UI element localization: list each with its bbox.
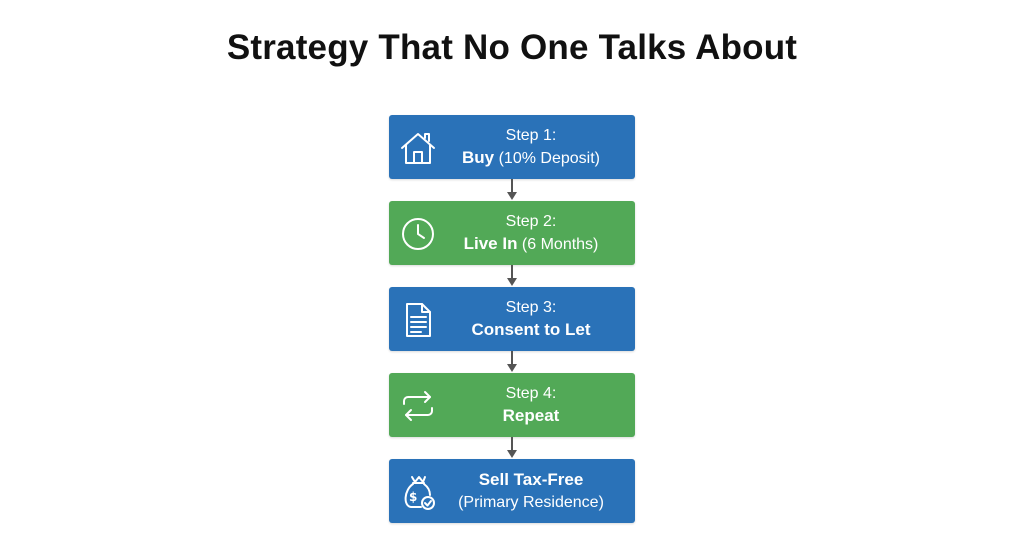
arrow-down-icon (507, 437, 517, 458)
repeat-icon (399, 387, 437, 425)
step-1-detail: (10% Deposit) (494, 150, 600, 167)
arrow-2-3 (389, 265, 635, 287)
step-5-detail: (Primary Residence) (458, 494, 604, 511)
step-1-label: Step 1: (505, 127, 557, 144)
step-4-text: Step 4: Repeat (435, 383, 627, 428)
house-icon (399, 129, 437, 167)
clock-icon (399, 215, 437, 253)
step-1-main: Buy (462, 148, 495, 167)
document-icon (399, 301, 437, 339)
arrow-down-icon (507, 351, 517, 372)
step-2-box: Step 2: Live In (6 Months) (389, 201, 635, 265)
step-2-description: Live In (6 Months) (435, 233, 627, 256)
page-title: Strategy That No One Talks About (226, 28, 798, 67)
step-2-label: Step 2: (505, 213, 557, 230)
svg-text:$: $ (409, 490, 417, 504)
flow-diagram: Step 1: Buy (10% Deposit) Step 2: Live I… (389, 115, 635, 523)
step-5-text: Sell Tax-Free (Primary Residence) (435, 469, 627, 514)
arrow-down-icon (507, 179, 517, 200)
step-2-text: Step 2: Live In (6 Months) (435, 211, 627, 256)
step-3-description: Consent to Let (435, 319, 627, 342)
step-1-text: Step 1: Buy (10% Deposit) (435, 125, 627, 170)
money-bag-check-icon: $ (399, 473, 437, 511)
step-5-description: (Primary Residence) (435, 491, 627, 514)
step-1-description: Buy (10% Deposit) (435, 147, 627, 170)
step-4-label: Step 4: (505, 385, 557, 402)
step-3-label: Step 3: (505, 299, 557, 316)
step-5-label: Sell Tax-Free (478, 470, 584, 489)
step-5-box: $ Sell Tax-Free (Primary Residence) (389, 459, 635, 523)
step-1-box: Step 1: Buy (10% Deposit) (389, 115, 635, 179)
step-4-description: Repeat (435, 405, 627, 428)
step-4-box: Step 4: Repeat (389, 373, 635, 437)
step-2-main: Live In (463, 234, 518, 253)
step-2-detail: (6 Months) (517, 236, 599, 253)
step-3-main: Consent to Let (471, 320, 591, 339)
arrow-down-icon (507, 265, 517, 286)
step-4-main: Repeat (502, 406, 560, 425)
step-3-box: Step 3: Consent to Let (389, 287, 635, 351)
step-3-text: Step 3: Consent to Let (435, 297, 627, 342)
arrow-4-5 (389, 437, 635, 459)
arrow-3-4 (389, 351, 635, 373)
arrow-1-2 (389, 179, 635, 201)
